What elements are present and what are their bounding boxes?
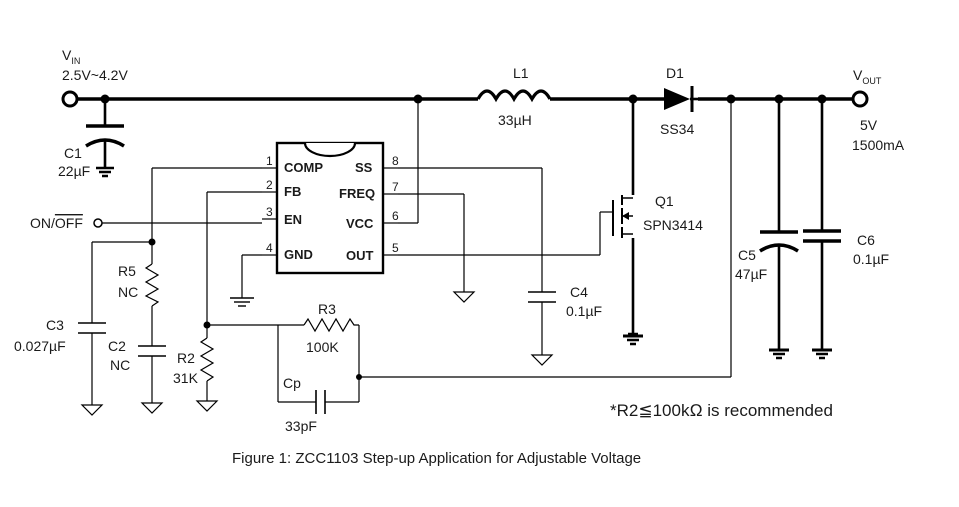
l1-inductor — [476, 89, 552, 103]
d1-ref: D1 — [666, 65, 684, 81]
pin-vcc-label: VCC — [346, 216, 374, 231]
c6-capacitor — [803, 99, 841, 360]
figure-caption: Figure 1: ZCC1103 Step-up Application fo… — [232, 450, 641, 467]
vout-voltage: 5V — [860, 117, 878, 133]
c3-ref: C3 — [46, 317, 64, 333]
c5-value: 47µF — [735, 266, 767, 282]
cp-capacitor — [315, 390, 326, 414]
ic-right-pins — [383, 167, 398, 256]
r5-resistor — [144, 263, 160, 346]
c5-ref: C5 — [738, 247, 756, 263]
c4-value: 0.1µF — [566, 303, 602, 319]
pin6-number: 6 — [392, 209, 399, 223]
cp-ref: Cp — [283, 375, 301, 391]
vout-label: VOUT — [853, 67, 882, 86]
vin-label: VIN — [62, 47, 80, 66]
freq-ground-symbol — [452, 291, 476, 303]
c3-value: 0.027µF — [14, 338, 66, 354]
q1-mosfet — [599, 99, 643, 346]
r2-value: 31K — [173, 370, 199, 386]
pin-out-label: OUT — [346, 248, 374, 263]
vout-current: 1500mA — [852, 137, 905, 153]
pin-fb-label: FB — [284, 184, 301, 199]
c6-ref: C6 — [857, 232, 875, 248]
d1-diode — [664, 86, 698, 112]
c4-ref: C4 — [570, 284, 588, 300]
l1-ref: L1 — [513, 65, 529, 81]
q1-ref: Q1 — [655, 193, 674, 209]
c2-ref: C2 — [108, 338, 126, 354]
vin-terminal — [61, 90, 79, 108]
l1-value: 33µH — [498, 112, 532, 128]
r2-resistor — [195, 337, 219, 412]
r5-value: NC — [118, 284, 138, 300]
pin-freq-label: FREQ — [339, 186, 375, 201]
pin2-number: 2 — [266, 178, 273, 192]
c1-value: 22µF — [58, 163, 90, 179]
pin-en-label: EN — [284, 212, 302, 227]
gnd-ground-symbol — [230, 297, 254, 307]
c4-capacitor — [528, 291, 556, 366]
junction-dots — [100, 94, 827, 380]
pin-gnd-label: GND — [284, 247, 313, 262]
pin5-number: 5 — [392, 241, 399, 255]
pin7-number: 7 — [392, 180, 399, 194]
c1-ref: C1 — [64, 145, 82, 161]
q1-value: SPN3414 — [643, 217, 703, 233]
r3-resistor — [303, 317, 359, 333]
pin-comp-label: COMP — [284, 160, 323, 175]
pin4-number: 4 — [266, 241, 273, 255]
r2-ref: R2 — [177, 350, 195, 366]
ic-chip — [275, 141, 385, 275]
feedback-wiring — [207, 99, 732, 403]
vout-terminal — [851, 90, 869, 108]
c1-capacitor — [85, 99, 125, 178]
pin8-number: 8 — [392, 154, 399, 168]
c6-value: 0.1µF — [853, 251, 889, 267]
ic-left-pins — [262, 167, 277, 256]
cp-value: 33pF — [285, 418, 317, 434]
pin-ss-label: SS — [355, 160, 373, 175]
c5-capacitor — [759, 99, 799, 360]
d1-value: SS34 — [660, 121, 694, 137]
vin-range-label: 2.5V~4.2V — [62, 67, 128, 83]
r3-ref: R3 — [318, 301, 336, 317]
enable-label: ON/OFF — [30, 215, 83, 231]
pin1-number: 1 — [266, 154, 273, 168]
recommendation-note: *R2≦100kΩ is recommended — [610, 401, 833, 420]
enable-terminal — [93, 218, 103, 228]
ic-wiring — [102, 99, 600, 355]
c2-capacitor — [138, 345, 166, 414]
compensation-network — [78, 241, 152, 416]
pin3-number: 3 — [266, 205, 273, 219]
c2-value: NC — [110, 357, 130, 373]
r3-value: 100K — [306, 339, 339, 355]
r5-ref: R5 — [118, 263, 136, 279]
